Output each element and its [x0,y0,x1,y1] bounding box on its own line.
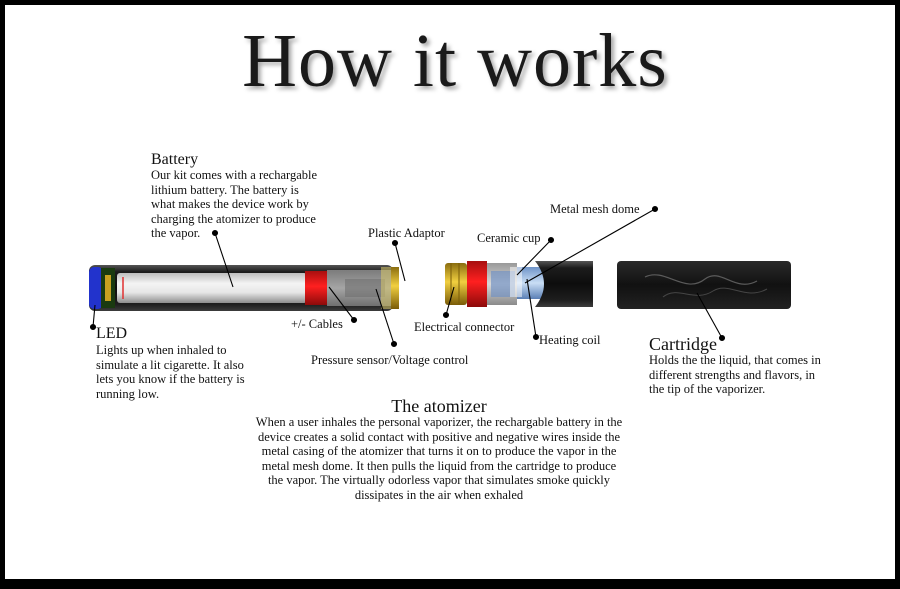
battery-heading: Battery [151,151,199,168]
plastic-adaptor-label: Plastic Adaptor [368,226,445,240]
atomizer-line: metal casing of the atomizer that turns … [261,444,617,459]
atomizer-description: When a user inhales the personal vaporiz… [205,415,673,503]
cartridge-heading: Cartridge [649,334,717,354]
led-description: Lights up when inhaled to simulate a lit… [96,343,245,401]
led-line: lets you know if the battery is [96,372,245,387]
led-line: Lights up when inhaled to [96,343,227,357]
led-line: running low. [96,386,160,401]
metal-mesh-dome-label: Metal mesh dome [550,202,640,216]
cartridge-line: different strengths and flavors, in [649,367,816,382]
battery-line: what makes the device work by [151,197,309,212]
cartridge-line: Holds the the liquid, that comes in [649,353,821,367]
battery-line: lithium battery. The battery is [151,182,299,197]
atomizer-line: the vapor. The virtually odorless vapor … [267,473,611,488]
battery-illustration [89,265,399,311]
cartridge-description: Holds the the liquid, that comes in diff… [649,353,821,397]
led-heading: LED [96,325,128,342]
atomizer-line: dissipates in the air when exhaled [354,487,524,502]
pressure-sensor-label: Pressure sensor/Voltage control [311,353,469,367]
vaporizer-illustration [89,205,791,348]
battery-description: Our kit comes with a rechargable lithium… [151,168,317,241]
atomizer-illustration [445,261,593,307]
page-title: How it works [242,19,668,103]
cables-label: +/- Cables [291,317,343,331]
atomizer-line: device creates a solid contact with posi… [257,429,621,444]
atomizer-line: When a user inhales the personal vaporiz… [255,415,623,429]
ceramic-cup-label: Ceramic cup [477,231,541,245]
battery-line: charging the atomizer to produce [151,211,316,226]
cartridge-illustration [617,261,791,309]
electrical-connector-label: Electrical connector [414,320,515,334]
led-line: simulate a lit cigarette. It also [96,357,244,372]
atomizer-heading: The atomizer [391,396,487,416]
atomizer-line: metal mesh dome. It then pulls the liqui… [261,458,617,473]
leader-lines [89,205,726,348]
cartridge-line: the tip of the vaporizer. [649,382,766,397]
battery-line: the vapor. [151,226,201,241]
battery-line: Our kit comes with a rechargable [151,168,318,182]
heating-coil-label: Heating coil [539,333,601,347]
